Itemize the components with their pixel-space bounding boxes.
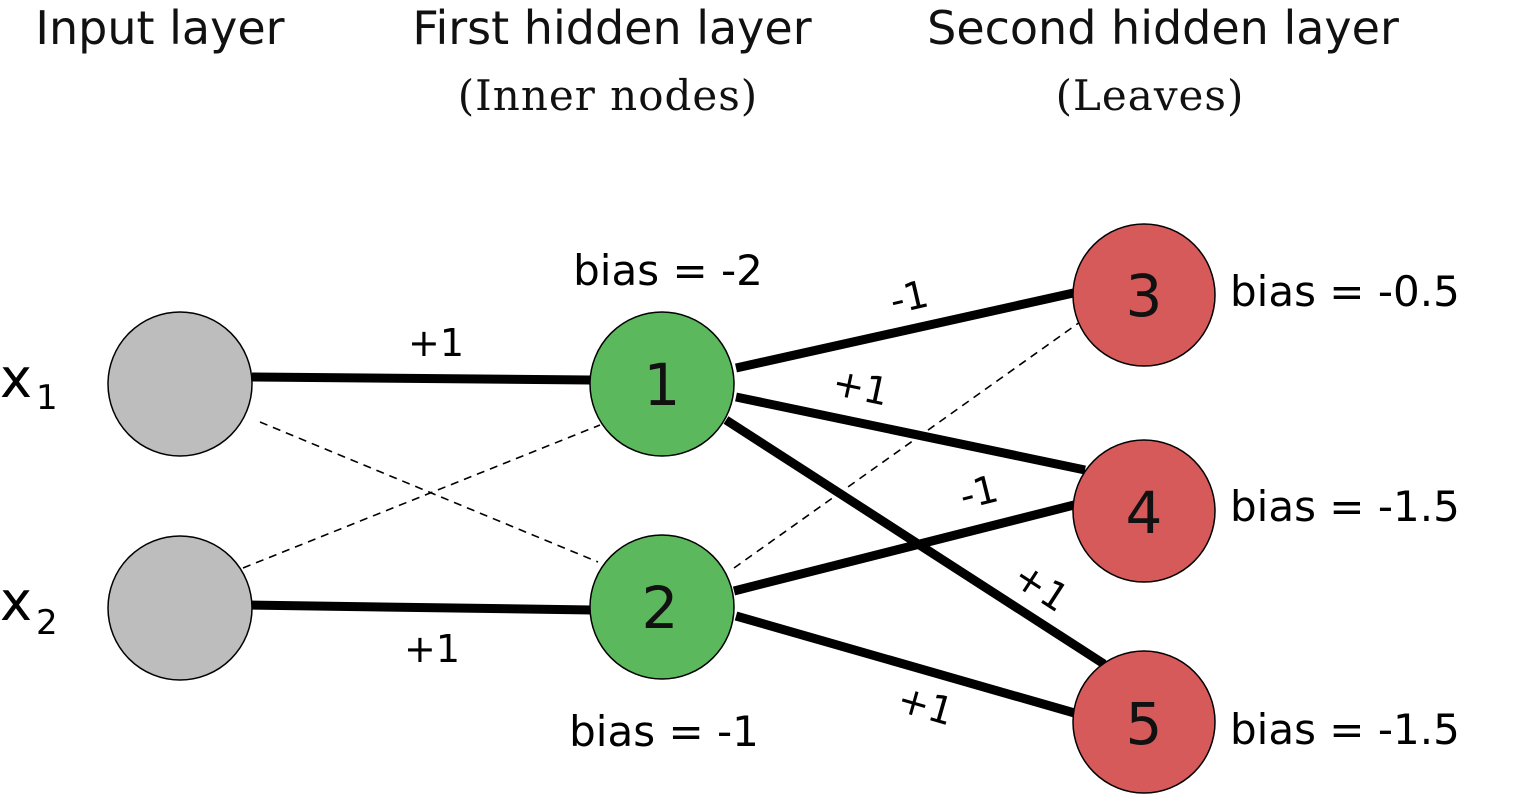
edge-n2-n4 xyxy=(732,499,1080,596)
header-second-hidden-layer: Second hidden layer xyxy=(927,1,1399,55)
bias-label-node-1: bias = -2 xyxy=(573,246,763,295)
edge-x1-n2-dashed xyxy=(259,421,599,563)
header-input-layer: Input layer xyxy=(35,1,284,55)
edge-x2-n2 xyxy=(245,600,593,615)
weight-label-n1-n3: -1 xyxy=(886,272,933,323)
input-node-2 xyxy=(107,535,253,681)
weight-label-n1-n4: +1 xyxy=(829,360,893,415)
weight-label-n2-n4: -1 xyxy=(955,466,1002,518)
edge-x2-n1-dashed xyxy=(242,424,601,569)
leaf-node-4-label: 4 xyxy=(1126,479,1163,547)
input-node-1 xyxy=(107,311,253,457)
inner-node-2 xyxy=(589,534,735,680)
bias-label-node-2: bias = -1 xyxy=(569,707,759,756)
edge-n2-n3-dashed xyxy=(733,321,1081,569)
weight-label-x1-n1: +1 xyxy=(408,321,464,365)
edge-n2-n5 xyxy=(734,611,1080,719)
edge-n1-n4 xyxy=(735,392,1086,475)
bias-label-node-3: bias = -0.5 xyxy=(1230,267,1460,316)
weight-label-x2-n2: +1 xyxy=(404,627,460,671)
leaf-node-5-label: 5 xyxy=(1126,690,1163,758)
header-first-hidden-layer: First hidden layer xyxy=(412,1,811,55)
leaf-node-3-label: 3 xyxy=(1126,262,1163,330)
edge-n1-n3 xyxy=(735,287,1079,373)
leaf-node-5 xyxy=(1072,650,1216,794)
leaf-node-4 xyxy=(1072,439,1216,583)
edge-x1-n1 xyxy=(251,372,591,385)
weight-label-n2-n5: +1 xyxy=(893,677,959,735)
bias-label-node-5: bias = -1.5 xyxy=(1230,705,1460,754)
inner-node-1-label: 1 xyxy=(644,351,681,419)
header-second-hidden-sub: (Leaves) xyxy=(1056,71,1245,120)
inner-node-1 xyxy=(589,311,735,457)
bias-label-node-4: bias = -1.5 xyxy=(1230,482,1460,531)
header-first-hidden-sub: (Inner nodes) xyxy=(458,71,758,120)
leaf-node-3 xyxy=(1072,223,1216,367)
inner-node-2-label: 2 xyxy=(642,574,679,642)
